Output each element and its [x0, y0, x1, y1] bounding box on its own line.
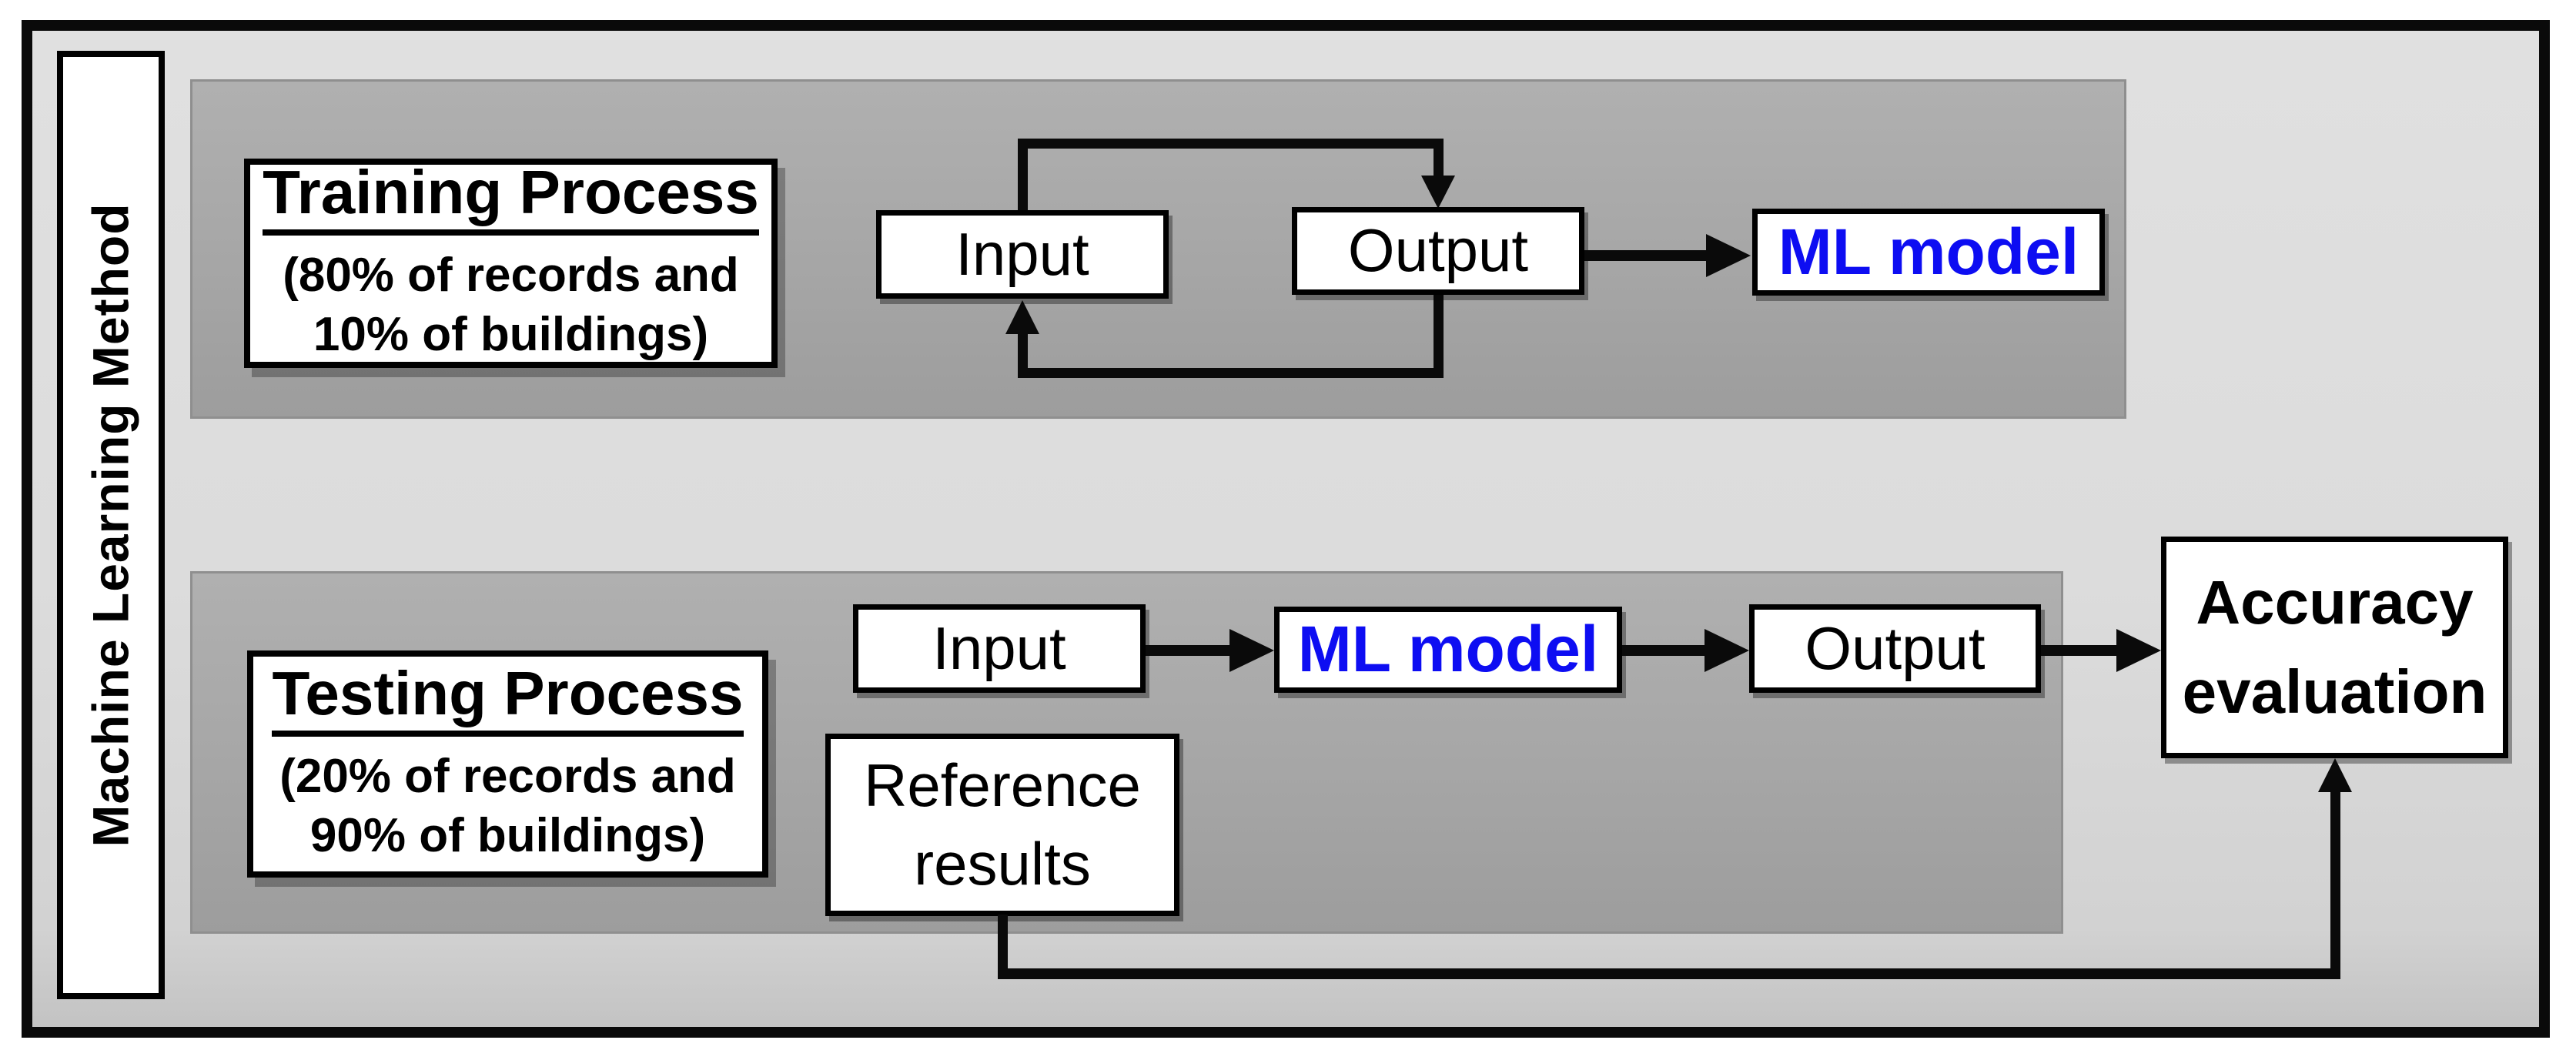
training-process-title: Training Process — [263, 162, 759, 236]
training-output-to-ml-arrowhead — [1706, 234, 1751, 277]
testing-input-to-ml-arrowhead — [1229, 629, 1274, 672]
sidebar-title-box: Machine Learning Method — [57, 51, 165, 999]
testing-output-to-accuracy-arrowhead — [2116, 629, 2161, 672]
training-loop-bottom-segment — [1018, 368, 1444, 378]
reference-to-accuracy-down-segment — [998, 915, 1008, 979]
reference-to-accuracy-bottom-segment — [998, 968, 2340, 979]
training-loop-bottom-left-segment — [1018, 331, 1028, 378]
training-loop-top-right-segment — [1434, 139, 1444, 177]
training-subtitle-line2: 10% of buildings) — [313, 308, 709, 361]
testing-process-label-box: Testing Process (20% of records and 90% … — [247, 650, 768, 878]
training-output-to-ml-line — [1584, 250, 1708, 261]
training-output-label: Output — [1347, 216, 1529, 285]
testing-output-to-accuracy-line — [2041, 645, 2118, 656]
testing-subtitle-line2: 90% of buildings) — [309, 808, 706, 862]
training-loop-bottom-right-segment — [1434, 295, 1444, 378]
testing-ml-to-output-arrowhead — [1705, 629, 1749, 672]
testing-output-box: Output — [1749, 604, 2041, 693]
training-loop-arrowhead-into-output — [1421, 176, 1455, 209]
testing-ml-to-output-line — [1622, 645, 1707, 656]
reference-to-accuracy-up-segment — [2330, 791, 2340, 979]
reference-results-label: Reference results — [864, 751, 1141, 898]
testing-input-box: Input — [853, 604, 1146, 693]
testing-subtitle-line1: (20% of records and — [279, 749, 736, 803]
training-input-label: Input — [955, 219, 1089, 288]
training-input-box: Input — [876, 210, 1169, 299]
accuracy-evaluation-box: Accuracy evaluation — [2161, 537, 2508, 758]
testing-output-label: Output — [1805, 614, 1986, 682]
testing-input-to-ml-line — [1146, 645, 1232, 656]
reference-to-accuracy-arrowhead — [2318, 758, 2352, 792]
testing-input-label: Input — [932, 614, 1066, 682]
training-loop-arrowhead-into-input — [1005, 300, 1039, 334]
training-process-label-box: Training Process (80% of records and 10%… — [244, 159, 778, 368]
training-ml-model-label: ML model — [1778, 215, 2079, 288]
sidebar-title-label: Machine Learning Method — [82, 202, 140, 848]
training-ml-model-box: ML model — [1752, 209, 2105, 296]
accuracy-evaluation-label: Accuracy evaluation — [2182, 568, 2487, 726]
testing-ml-model-label: ML model — [1297, 613, 1599, 686]
training-loop-top-left-segment — [1018, 139, 1028, 210]
testing-ml-model-box: ML model — [1274, 607, 1622, 693]
training-output-box: Output — [1292, 207, 1584, 295]
training-loop-top-segment — [1018, 139, 1444, 149]
training-subtitle-line1: (80% of records and — [283, 249, 739, 303]
reference-results-box: Reference results — [825, 734, 1179, 916]
testing-process-title: Testing Process — [272, 662, 744, 737]
